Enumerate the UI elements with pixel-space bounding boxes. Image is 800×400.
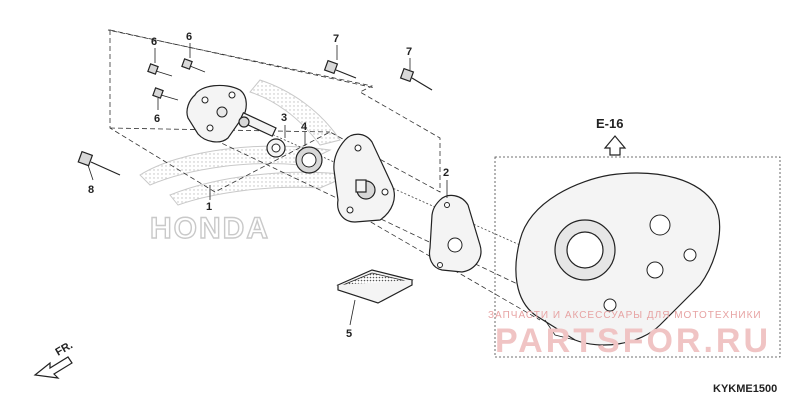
callout-8: 8 bbox=[88, 184, 94, 196]
callout-1: 1 bbox=[206, 201, 212, 213]
bolt-7-left bbox=[323, 59, 357, 79]
watermark-line: ЗАПЧАСТИ И АКСЕССУАРЫ ДЛЯ МОТОТЕХНИКИ bbox=[488, 310, 762, 321]
pump-rotor bbox=[266, 138, 323, 174]
callout-7a: 7 bbox=[333, 33, 339, 45]
bolt-6-top-left bbox=[147, 63, 173, 77]
callout-7b: 7 bbox=[406, 46, 412, 58]
bolt-7-right bbox=[399, 67, 433, 91]
callout-3: 3 bbox=[281, 112, 287, 124]
assembly-outline bbox=[107, 29, 441, 193]
pump-cover bbox=[186, 84, 247, 143]
assembly-outline-inner bbox=[109, 29, 376, 133]
honda-wing-logo: HONDA bbox=[139, 79, 352, 246]
callout-2: 2 bbox=[443, 167, 449, 179]
front-direction-arrow bbox=[33, 356, 73, 379]
crankcase-reference-box bbox=[494, 156, 781, 358]
leader-8 bbox=[87, 164, 94, 181]
bolt-6-top-right bbox=[181, 58, 206, 73]
callout-6b: 6 bbox=[186, 31, 192, 43]
leader-5 bbox=[349, 299, 356, 326]
crankcase-half bbox=[515, 172, 721, 346]
callout-5: 5 bbox=[346, 328, 352, 340]
callout-4: 4 bbox=[301, 121, 308, 133]
guide-line-lower bbox=[349, 209, 541, 321]
diagram-code: KYKME1500 bbox=[713, 383, 777, 395]
guide-line-upper bbox=[214, 139, 531, 291]
reference-arrow bbox=[603, 135, 627, 156]
oil-strainer-screen bbox=[336, 269, 414, 304]
watermark-brand: PARTSFOR.RU bbox=[495, 322, 771, 360]
pump-shaft bbox=[238, 111, 277, 137]
callout-6a: 6 bbox=[151, 36, 157, 48]
front-direction-label: FR. bbox=[54, 339, 75, 358]
honda-logo-text: HONDA bbox=[150, 212, 270, 245]
pump-body bbox=[333, 133, 395, 223]
pump-gasket bbox=[428, 194, 482, 273]
bolt-6-lower bbox=[152, 87, 179, 101]
reference-label: E-16 bbox=[596, 116, 623, 131]
bolt-8 bbox=[77, 150, 121, 176]
callout-6c: 6 bbox=[154, 113, 160, 125]
